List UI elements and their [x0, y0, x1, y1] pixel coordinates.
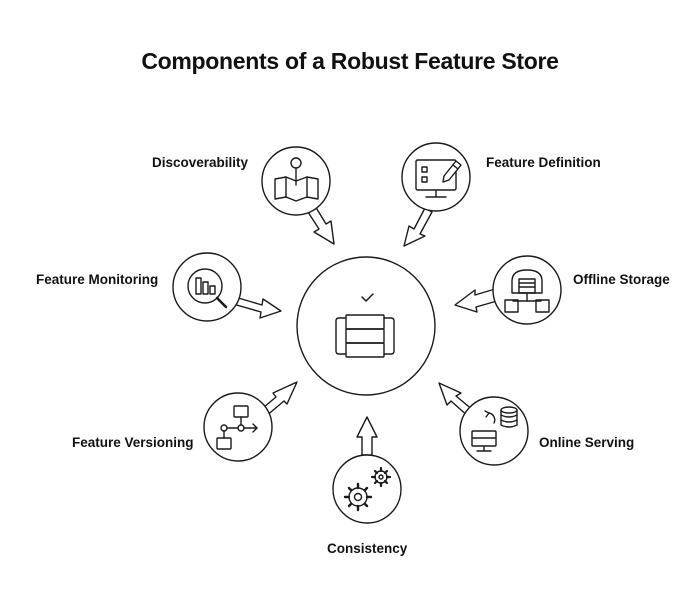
- node-feature-versioning: [203, 381, 298, 462]
- label-feature-versioning: Feature Versioning: [72, 435, 194, 450]
- gears-icon: [343, 466, 392, 512]
- label-consistency: Consistency: [327, 541, 408, 556]
- server-database-icon: [471, 406, 518, 452]
- node-consistency: [332, 416, 402, 524]
- warehouse-icon: [504, 269, 550, 313]
- node-discoverability: [261, 146, 335, 245]
- magnifier-chart-icon: [187, 268, 228, 309]
- label-discoverability: Discoverability: [152, 155, 249, 170]
- label-online-serving: Online Serving: [539, 435, 635, 450]
- feature-store-server-icon: [335, 293, 395, 358]
- label-offline-storage: Offline Storage: [573, 272, 670, 287]
- node-online-serving: [438, 382, 529, 466]
- node-feature-definition: [401, 142, 471, 247]
- node-offline-storage: [454, 255, 562, 325]
- monitor-edit-icon: [415, 159, 462, 198]
- map-pin-icon: [274, 157, 319, 202]
- label-feature-definition: Feature Definition: [486, 155, 601, 170]
- label-feature-monitoring: Feature Monitoring: [36, 272, 159, 287]
- center-hub: [296, 256, 436, 396]
- node-feature-monitoring: [172, 252, 282, 322]
- page-title: Components of a Robust Feature Store: [141, 48, 559, 74]
- flowchart-icon: [216, 405, 258, 450]
